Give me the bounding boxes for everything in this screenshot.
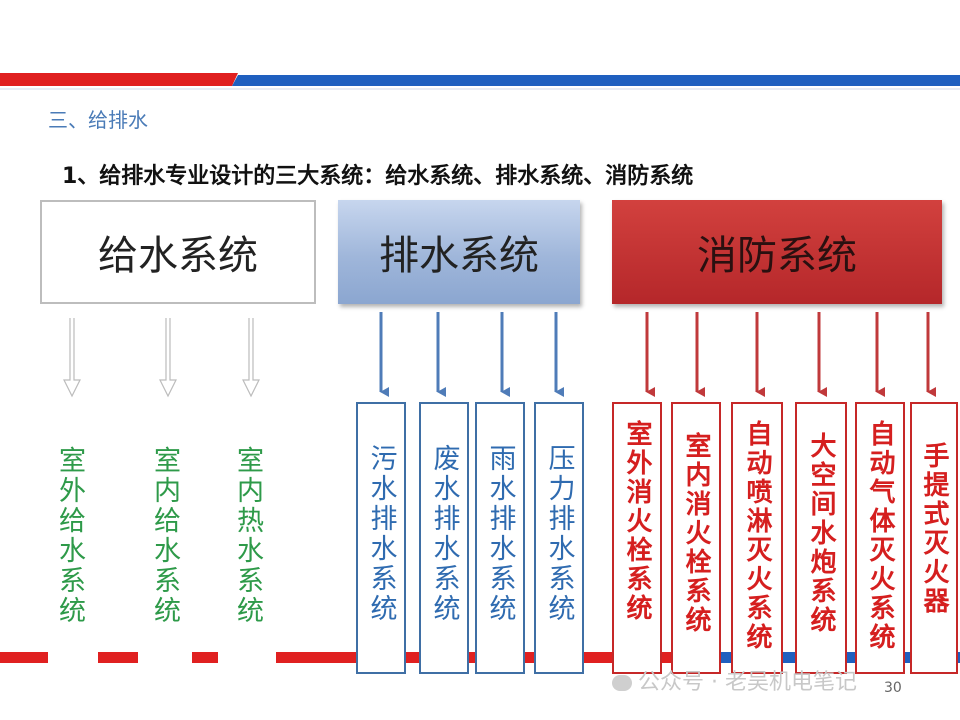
fire-item-label: 自动喷淋灭火系统 [742,420,772,652]
section-title: 三、给排水 [48,108,148,132]
fire-item-label: 自动气体灭火系统 [865,420,895,652]
drainage-header: 排水系统 [338,200,580,304]
slide-title: 1、给排水专业设计的三大系统：给水系统、排水系统、消防系统 [62,164,694,189]
fire-item-label: 手提式灭火器 [919,442,949,616]
drain-item-label: 压力排水系统 [543,444,575,624]
drain-item-label: 污水排水系统 [365,444,397,624]
drain-item-label: 雨水排水系统 [484,444,516,624]
water-arrow [63,318,81,398]
fire-item-indoor-hydrant: 室内消火栓系统 [671,402,721,674]
drain-item-sewage: 污水排水系统 [356,402,406,674]
fire-item-label: 室外消火栓系统 [622,420,652,623]
water-item-outdoor: 室外给水系统 [54,446,85,626]
page-number: 30 [884,680,902,696]
fire-item-outdoor-hydrant: 室外消火栓系统 [612,402,662,674]
top-banner [0,73,960,90]
fire-item-label: 室内消火栓系统 [681,432,711,635]
water-supply-header: 给水系统 [40,200,316,304]
fire-item-water-cannon: 大空间水炮系统 [795,402,847,674]
drain-item-waste: 废水排水系统 [419,402,469,674]
drain-item-label: 废水排水系统 [428,444,460,624]
fire-item-label: 大空间水炮系统 [806,432,836,635]
drain-item-rain: 雨水排水系统 [475,402,525,674]
water-item-hot: 室内热水系统 [232,446,263,626]
water-arrow [242,318,260,398]
wechat-icon [612,675,632,691]
fire-item-gas: 自动气体灭火系统 [855,402,905,674]
water-item-indoor: 室内给水系统 [149,446,180,626]
fire-item-extinguisher: 手提式灭火器 [910,402,958,674]
watermark: 公众号 · 老吴机电笔记 [612,664,857,696]
drain-item-pressure: 压力排水系统 [534,402,584,674]
fire-item-sprinkler: 自动喷淋灭火系统 [731,402,783,674]
water-arrow [159,318,177,398]
fire-protection-header: 消防系统 [612,200,942,304]
watermark-text: 公众号 · 老吴机电笔记 [638,670,857,695]
